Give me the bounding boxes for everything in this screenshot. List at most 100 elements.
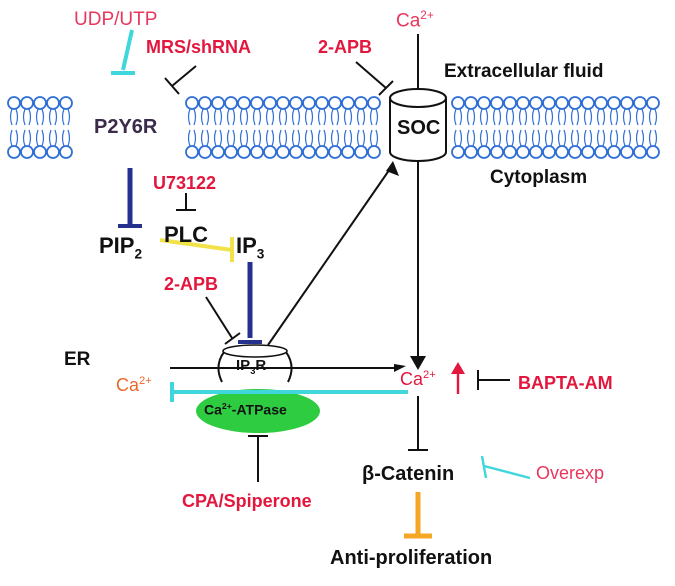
extracellular-fluid-label: Extracellular fluid [444,61,604,82]
lipid-tail [583,129,587,147]
lipid-tail [239,129,243,147]
lipid-tail [193,108,197,126]
ca-atpase-label: Ca2+-ATPase [204,401,287,418]
ip3-label: IP3 [236,233,265,262]
lipid-tail [583,108,587,126]
lipid-tail [628,108,632,126]
lipid-tail [609,108,613,126]
lipid-head [224,96,238,110]
lipid-tail [284,129,288,147]
lipid-head [46,96,60,110]
lipid-tail [343,129,347,147]
lipid-head [211,145,225,159]
lipid-head [224,145,238,159]
lipid-head [607,145,621,159]
lipid-tail [9,129,13,147]
lipid-tail [479,129,483,147]
lipid-tail [602,129,606,147]
yellow-connector [159,237,234,262]
lipid-tail [524,129,528,147]
apb-mid-label: 2-APB [164,274,219,294]
lipid-tail [485,129,489,147]
lipid-tail [245,129,249,147]
lipid-tail [511,129,515,147]
lipid-tail [524,108,528,126]
lipid-tail [485,108,489,126]
lipid-head [542,96,556,110]
lipid-tail [498,129,502,147]
anti-proliferation-label: Anti-proliferation [330,547,493,569]
lipid-head [354,96,368,110]
lipid-head [633,96,647,110]
lipid-tail [472,108,476,126]
overexp-label: Overexp [536,463,605,483]
lipid-tail [602,108,606,126]
lipid-tail [67,129,71,147]
lipid-tail [479,108,483,126]
lipid-head [568,145,582,159]
lipid-tail [226,108,230,126]
lipid-tail [15,108,19,126]
lipid-tail [200,129,204,147]
cpa-spiperone-label: CPA/Spiperone [182,491,312,511]
lipid-tail [362,129,366,147]
lipid-tail [35,108,39,126]
lipid-head [263,96,277,110]
lipid-head [289,96,303,110]
lipid-tail [518,108,522,126]
lipid-tail [349,108,353,126]
lipid-tail [505,108,509,126]
lipid-tail [291,108,295,126]
lipid-tail [453,108,457,126]
navy-connectors [127,168,253,338]
lipid-head [354,145,368,159]
lipid-head [620,96,634,110]
lipid-tail [304,129,308,147]
lipid-tail [336,129,340,147]
lipid-head [477,145,491,159]
lipid-tail [641,108,645,126]
lipid-tail [648,108,652,126]
lipid-tail [654,108,658,126]
lipid-tail [576,129,580,147]
lipid-head [237,145,251,159]
lipid-tail [213,129,217,147]
er-label: ER [64,349,91,370]
soc-channel [389,88,447,162]
lipid-tail [61,129,65,147]
lipid-tail [531,129,535,147]
lipid-tail [317,108,321,126]
lipid-tail [200,108,204,126]
lipid-tail [265,108,269,126]
lipid-tail [362,108,366,126]
lipid-head [464,96,478,110]
lipid-head [594,96,608,110]
lipid-head [185,145,199,159]
lipid-head [464,145,478,159]
lipid-head [490,96,504,110]
lipid-head [503,96,517,110]
cytoplasm-label: Cytoplasm [490,167,588,188]
lipid-tail [35,129,39,147]
lipid-tail [466,129,470,147]
lipid-head [367,96,381,110]
lipid-tail [563,108,567,126]
lipid-tail [278,108,282,126]
lipid-tail [330,108,334,126]
lipid-tail [492,108,496,126]
lipid-tail [498,108,502,126]
p2y6r-label: P2Y6R [94,116,158,138]
lipid-tail [297,108,301,126]
lipid-head [646,96,660,110]
lipid-tail [232,108,236,126]
lipid-head [620,145,634,159]
lipid-tail [310,129,314,147]
lipid-tail [9,108,13,126]
lipid-head [341,96,355,110]
lipid-tail [245,108,249,126]
lipid-head [341,145,355,159]
lipid-tail [291,129,295,147]
lipid-tail [28,129,32,147]
lipid-tail [576,108,580,126]
soc-label: SOC [397,117,441,139]
